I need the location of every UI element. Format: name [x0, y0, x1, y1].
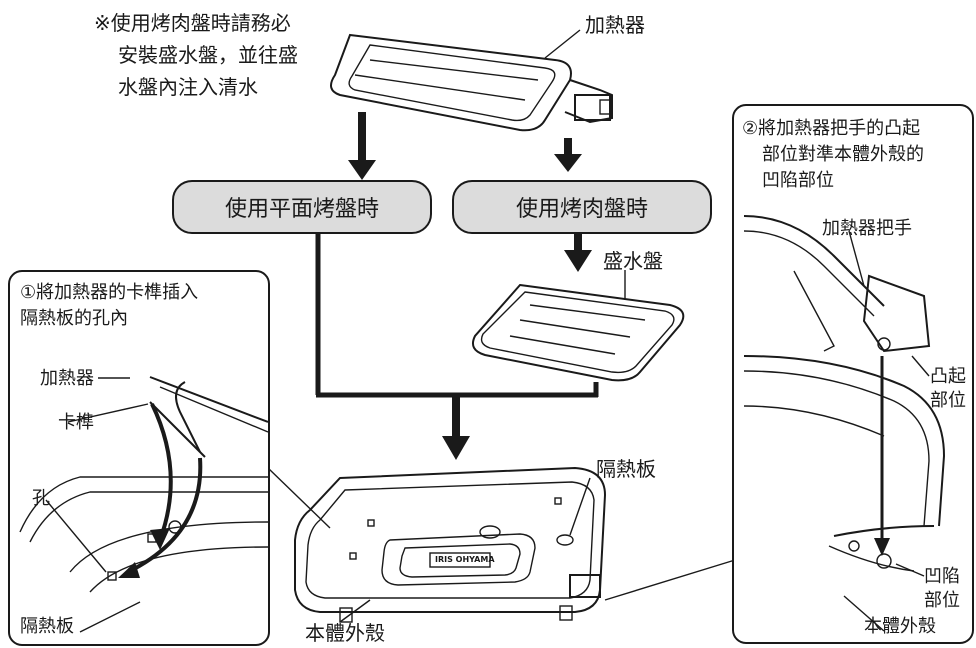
left-panel-title-line2: 隔熱板的孔內	[20, 308, 128, 329]
down-arrows-top	[348, 112, 582, 180]
right-body-label: 本體外殼	[864, 616, 936, 637]
right-panel-title-line3: 凹陷部位	[762, 170, 834, 191]
usage-note-line1: ※使用烤肉盤時請務必	[94, 11, 291, 35]
water-tray-drawing	[472, 283, 685, 382]
grill-plate-option: 使用烤肉盤時	[452, 180, 712, 234]
recess-label-line2: 部位	[924, 590, 960, 611]
recess-label-line1: 凹陷	[924, 566, 960, 587]
protrusion-label-line2: 部位	[930, 390, 966, 411]
left-shield-label: 隔熱板	[20, 616, 74, 637]
usage-note-line3: 水盤內注入清水	[118, 75, 258, 99]
flow-connector	[315, 233, 599, 460]
left-heater-label: 加熱器	[40, 368, 94, 389]
leader-lines-main	[339, 29, 626, 623]
brand-mark: IRIS OHYAMA	[435, 555, 495, 564]
water-tray-label: 盛水盤	[603, 249, 663, 273]
left-detail-drawing	[19, 376, 268, 633]
heater-label: 加熱器	[585, 13, 645, 37]
usage-note-line2: 安裝盛水盤，並往盛	[118, 43, 298, 67]
right-panel-title-line1: ②將加熱器把手的凸起	[742, 118, 921, 139]
left-detail-panel: ①將加熱器的卡榫插入 隔熱板的孔內 加熱器 卡榫 孔 隔熱板	[8, 270, 270, 646]
left-panel-title-line1: ①將加熱器的卡榫插入	[20, 282, 199, 303]
flat-plate-option: 使用平面烤盤時	[172, 180, 432, 234]
heater-handle-label: 加熱器把手	[822, 218, 912, 239]
heat-shield-label: 隔熱板	[596, 457, 656, 481]
protrusion-label-line1: 凸起	[930, 366, 966, 387]
right-detail-panel: ②將加熱器把手的凸起 部位對準本體外殼的 凹陷部位 加熱器把手 凸起 部位 凹陷…	[732, 104, 974, 644]
latch-label: 卡榫	[58, 412, 94, 433]
heater-drawing	[330, 33, 613, 132]
body-shell-label: 本體外殼	[305, 621, 385, 645]
hole-label: 孔	[32, 488, 50, 509]
right-detail-drawing	[743, 215, 946, 632]
base-body-drawing	[294, 466, 607, 623]
right-panel-title-line2: 部位對準本體外殼的	[762, 144, 924, 165]
